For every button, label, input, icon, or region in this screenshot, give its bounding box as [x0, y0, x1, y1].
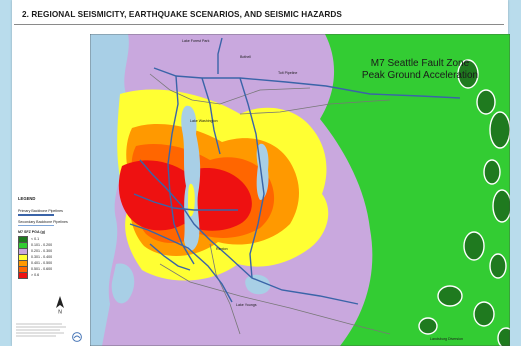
legend-class-label: 0.201 - 0.300: [31, 249, 53, 253]
legend-swatch: [18, 271, 28, 279]
road-network: [149, 73, 391, 335]
legend-title: LEGEND: [18, 196, 36, 201]
legend-primary-label: Primary Backbone Pipelines: [18, 209, 63, 213]
legend-secondary-label: Secondary Backbone Pipelines: [18, 220, 68, 224]
organization-logo-icon: [72, 332, 82, 342]
map-source-note: [16, 323, 66, 337]
water-bay-south: [111, 263, 135, 304]
label-bothell: Bothell: [240, 55, 251, 59]
legend-class-label: 0.501 - 0.600: [31, 267, 53, 271]
label-lake-washington: Lake Washington: [190, 119, 218, 123]
map-title-line2: Peak Ground Acceleration: [362, 70, 478, 81]
map-title: M7 Seattle Fault Zone Peak Ground Accele…: [362, 58, 478, 81]
legend-primary-line: [18, 214, 54, 216]
label-lake-youngs: Lake Youngs: [236, 303, 257, 307]
legend-primary: Primary Backbone Pipelines: [18, 209, 88, 216]
place-labels: Lake Forest Park Bothell Tolt Pipeline L…: [182, 39, 463, 341]
map-title-line1: M7 Seattle Fault Zone: [371, 58, 470, 69]
lake-washington: [181, 105, 201, 251]
label-tolt-pipeline: Tolt Pipeline: [278, 71, 297, 75]
legend-class-label: 0.301 - 0.400: [31, 255, 53, 259]
legend-class-label: 0.101 - 0.200: [31, 243, 53, 247]
label-lake-forest-park: Lake Forest Park: [182, 39, 210, 43]
legend-secondary-line: [18, 225, 54, 226]
north-label: N: [58, 310, 62, 315]
legend-class-label: > 0.6: [31, 273, 40, 277]
legend-secondary: Secondary Backbone Pipelines: [18, 220, 88, 226]
lake-youngs: [245, 274, 271, 295]
legend-class-label: 0.401 - 0.500: [31, 261, 53, 265]
north-arrow-icon: N: [56, 296, 64, 315]
map-legend: LEGEND Primary Backbone Pipelines Second…: [18, 196, 88, 279]
legend-pga-label: M7 SFZ PGA (g): [18, 230, 46, 234]
low-pga-patches: [418, 59, 510, 346]
legend-classes: < 0.1 0.101 - 0.200 0.201 - 0.300 0.301 - 0…: [18, 235, 88, 279]
section-header: 2. REGIONAL SEISMICITY, EARTHQUAKE SCENA…: [22, 10, 342, 19]
legend-class-row: > 0.6: [18, 271, 88, 279]
backbone-pipelines: [129, 37, 461, 305]
header-divider: [14, 24, 504, 25]
label-landsburg: Landsburg Diversion: [430, 337, 463, 341]
mercer-island: [188, 183, 195, 217]
label-renton: Renton: [216, 247, 228, 251]
legend-class-label: < 0.1: [31, 237, 40, 241]
pga-map: Lake Forest Park Bothell Tolt Pipeline L…: [90, 34, 510, 346]
